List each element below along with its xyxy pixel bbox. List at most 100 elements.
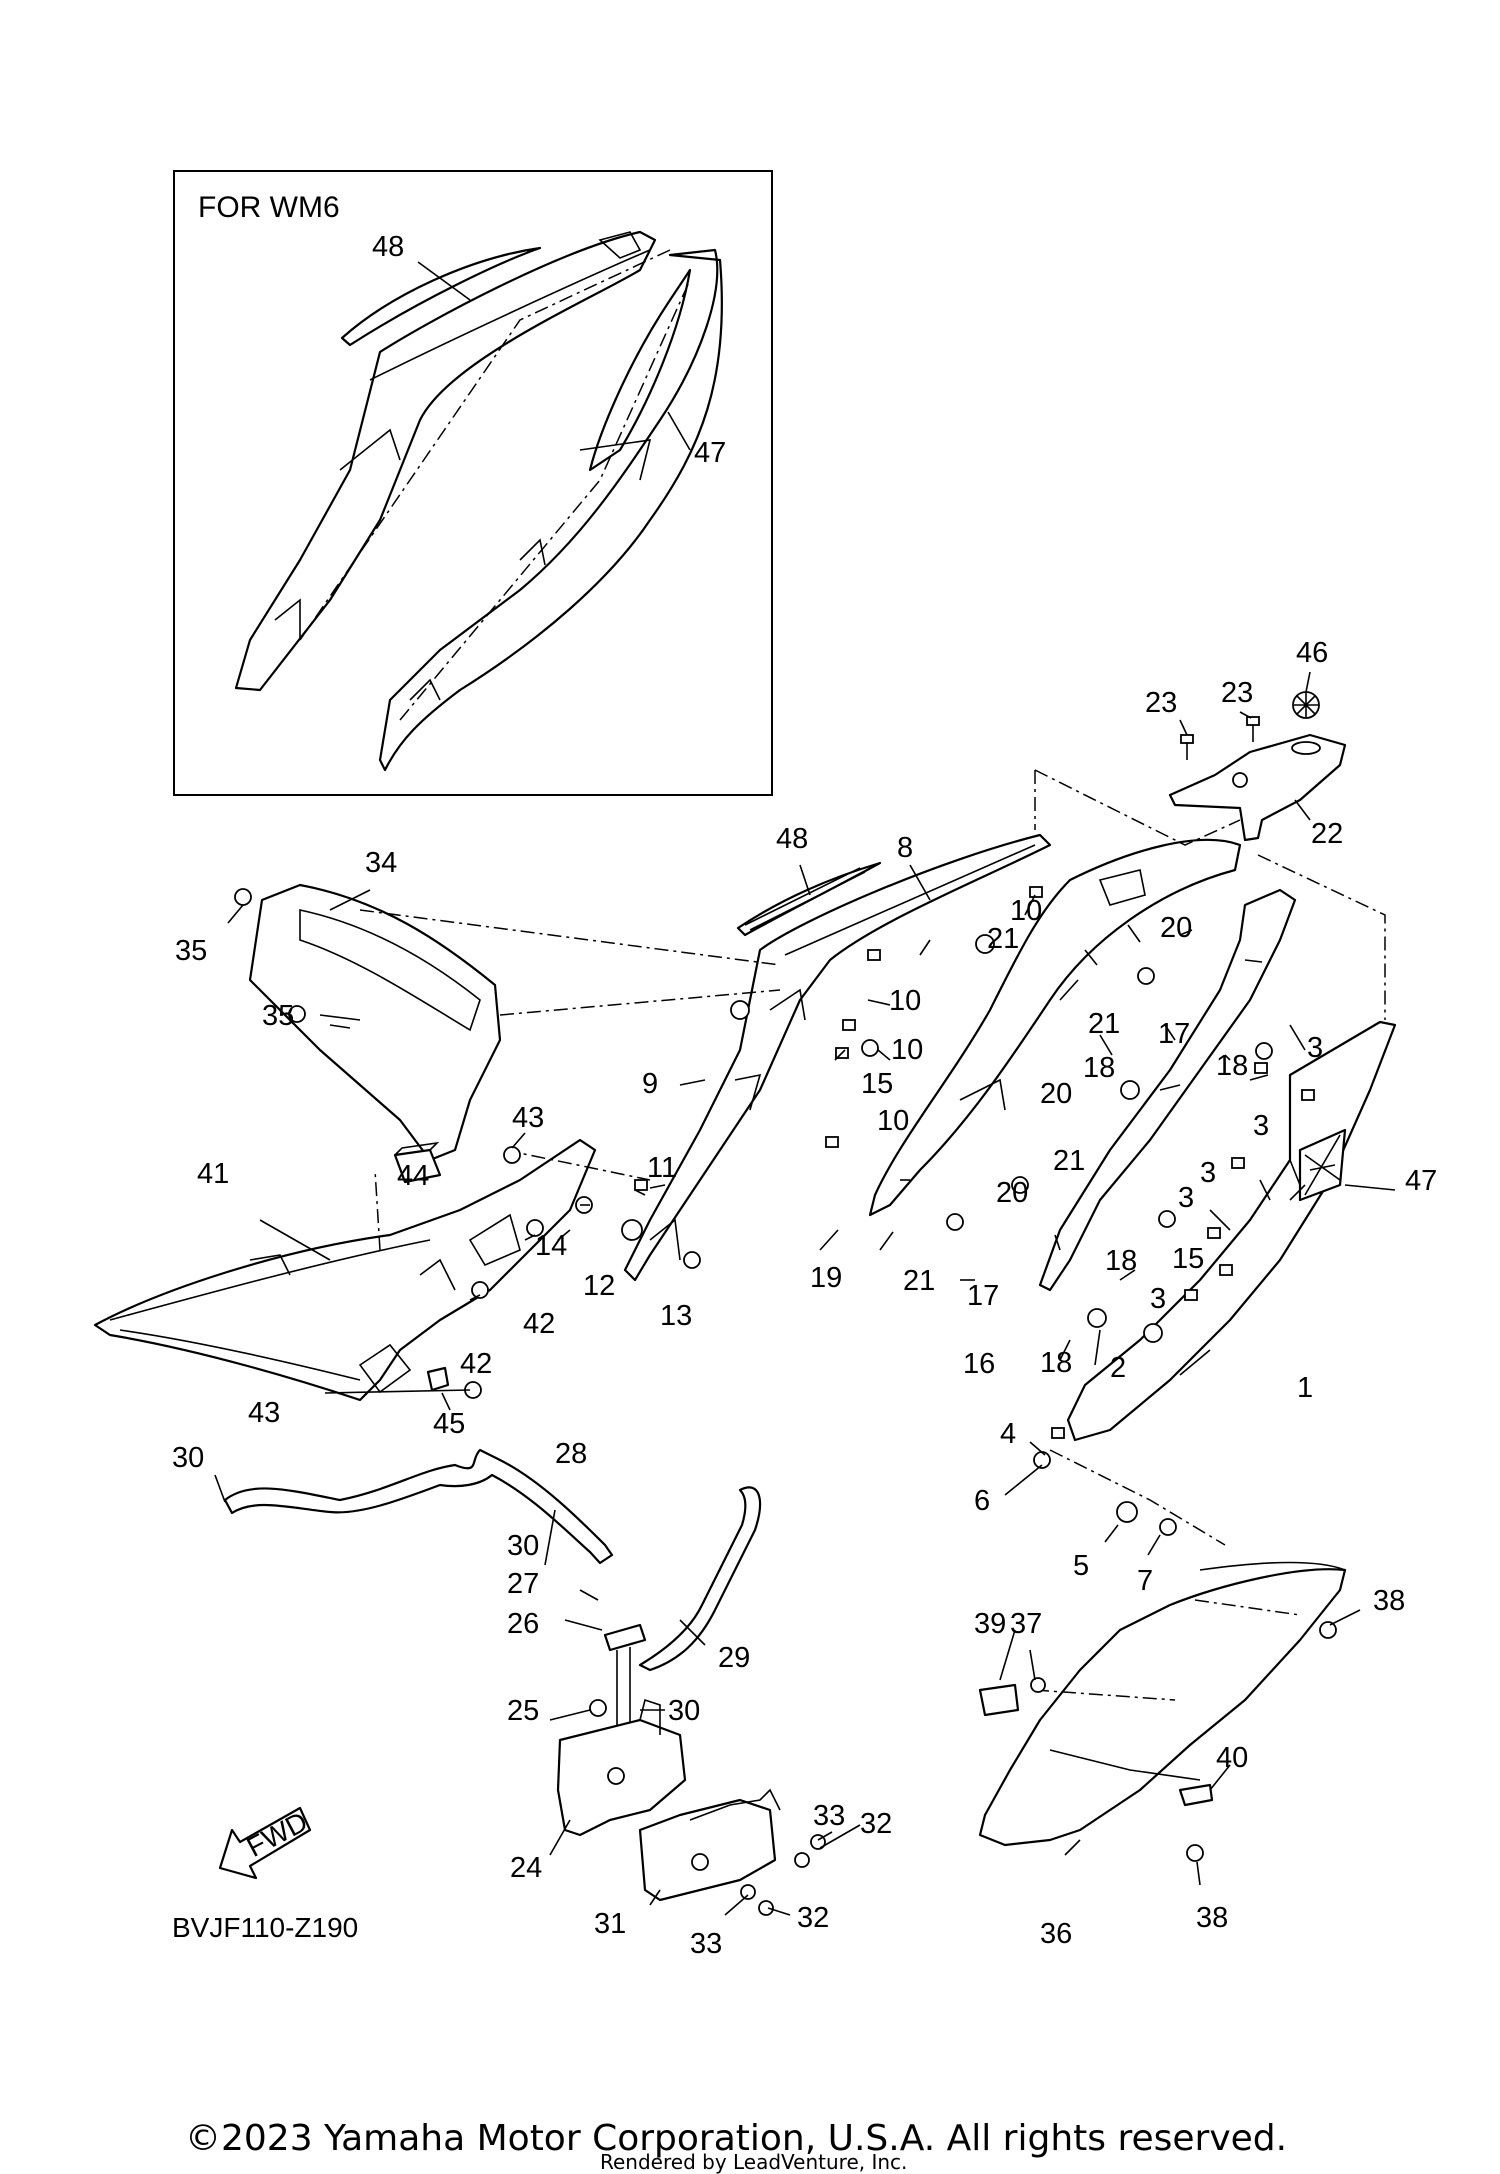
callout-42: 42	[523, 1308, 555, 1340]
callout-4: 4	[1000, 1418, 1016, 1450]
callout-38: 38	[1373, 1585, 1405, 1617]
callout-7: 7	[1137, 1565, 1153, 1597]
part-39-pad	[978, 1683, 1020, 1717]
callout-21: 21	[903, 1265, 935, 1297]
callout-30: 30	[668, 1695, 700, 1727]
callout-32: 32	[860, 1808, 892, 1840]
callout-9: 9	[642, 1068, 658, 1100]
callout-17: 17	[967, 1280, 999, 1312]
callout-labels: 46 23 23 22 8 48 34 35 35 10 10 10 10 21…	[172, 637, 1437, 1960]
callout-43: 43	[512, 1102, 544, 1134]
callout-10: 10	[877, 1105, 909, 1137]
hardware	[234, 772, 1337, 1916]
callout-43: 43	[248, 1397, 280, 1429]
callout-40: 40	[1216, 1742, 1248, 1774]
callout-25: 25	[507, 1695, 539, 1727]
callout-19: 19	[810, 1262, 842, 1294]
inset-title: FOR WM6	[198, 191, 340, 224]
callout-20: 20	[996, 1177, 1028, 1209]
callout-34: 34	[365, 847, 397, 879]
callout-13: 13	[660, 1300, 692, 1332]
callout-45: 45	[433, 1408, 465, 1440]
callout-35: 35	[175, 935, 207, 967]
callout-39: 39	[974, 1608, 1006, 1640]
inset-stripe-48	[340, 246, 542, 347]
callout-35: 35	[262, 1000, 294, 1032]
callout-3: 3	[1253, 1110, 1269, 1142]
inset-for-wm6: FOR WM6 48 47	[173, 170, 773, 796]
callout-41: 41	[197, 1158, 229, 1190]
callout-18: 18	[1040, 1347, 1072, 1379]
callout-30: 30	[507, 1530, 539, 1562]
inset-right-panel-inner	[588, 268, 692, 472]
callout-10: 10	[1010, 895, 1042, 927]
callout-10: 10	[889, 985, 921, 1017]
inset-left-panel	[234, 230, 657, 692]
callout-17: 17	[1158, 1018, 1190, 1050]
callout-11: 11	[647, 1152, 677, 1184]
part-45-tab	[426, 1366, 450, 1392]
callout-10: 10	[891, 1034, 923, 1066]
part-46-grommet	[1292, 691, 1320, 719]
rendered-by-notice: Rendered by LeadVenture, Inc.	[600, 2150, 908, 2174]
callout-21: 21	[987, 923, 1019, 955]
callout-24: 24	[510, 1852, 542, 1884]
callout-15: 15	[1172, 1243, 1204, 1275]
callout-33: 33	[690, 1928, 722, 1960]
callout-20: 20	[1160, 912, 1192, 944]
callout-16: 16	[963, 1348, 995, 1380]
callout-38: 38	[1196, 1902, 1228, 1934]
part-16-frame	[1038, 888, 1297, 1292]
callout-18: 18	[1216, 1050, 1248, 1082]
part-31-canister	[638, 1798, 777, 1902]
main-assembly: FWD	[93, 637, 1437, 1960]
inset-right-panel	[378, 248, 724, 772]
part-40-tab	[1178, 1783, 1214, 1807]
part-29-hose	[638, 1486, 762, 1672]
callout-18: 18	[1083, 1052, 1115, 1084]
copyright-notice: ©2023 Yamaha Motor Corporation, U.S.A. A…	[185, 2118, 1288, 2159]
part-44-pad	[393, 1148, 442, 1184]
callout-3: 3	[1200, 1157, 1216, 1189]
callout-36: 36	[1040, 1918, 1072, 1950]
callout-12: 12	[583, 1270, 615, 1302]
callout-22: 22	[1311, 818, 1343, 850]
callout-23: 23	[1145, 687, 1177, 719]
callout-33: 33	[813, 1800, 845, 1832]
callout-27: 27	[507, 1568, 539, 1600]
part-28-hose	[223, 1448, 614, 1565]
callout-31: 31	[594, 1908, 626, 1940]
callout-14: 14	[535, 1230, 567, 1262]
callout-47: 47	[1405, 1165, 1437, 1197]
callout-3: 3	[1307, 1032, 1323, 1064]
inset-label-47: 47	[694, 437, 726, 469]
callout-26: 26	[507, 1608, 539, 1640]
callout-46: 46	[1296, 637, 1328, 669]
part-22-bracket	[1168, 733, 1347, 842]
callout-28: 28	[555, 1438, 587, 1470]
leader-lines	[214, 671, 1396, 1916]
callout-23: 23	[1221, 677, 1253, 709]
fwd-arrow: FWD	[218, 1806, 313, 1880]
callout-32: 32	[797, 1902, 829, 1934]
callout-48: 48	[776, 823, 808, 855]
callout-3: 3	[1178, 1182, 1194, 1214]
fwd-label: FWD	[242, 1806, 313, 1863]
callout-3: 3	[1150, 1283, 1166, 1315]
callout-30: 30	[172, 1442, 204, 1474]
callout-42: 42	[460, 1348, 492, 1380]
inset-label-48: 48	[372, 231, 404, 263]
callout-2: 2	[1110, 1352, 1126, 1384]
callout-37: 37	[1010, 1608, 1042, 1640]
diagram-code: BVJF110-Z190	[172, 1912, 358, 1943]
part-26-fitting	[603, 1623, 647, 1652]
callout-21: 21	[1088, 1008, 1120, 1040]
callout-21: 21	[1053, 1145, 1085, 1177]
callout-5: 5	[1073, 1550, 1089, 1582]
part-34-cover	[248, 883, 502, 1162]
callout-1: 1	[1297, 1372, 1313, 1404]
callout-20: 20	[1040, 1078, 1072, 1110]
part-8-side-cover	[623, 833, 1052, 1282]
callout-15: 15	[861, 1068, 893, 1100]
